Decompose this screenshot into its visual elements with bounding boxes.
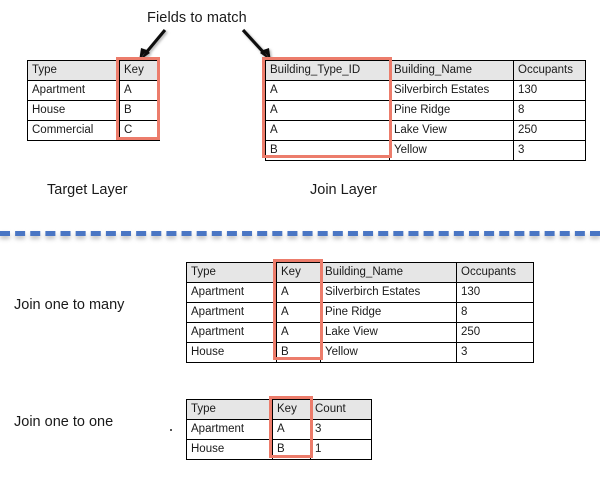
table-row: A Pine Ridge 8 xyxy=(265,100,586,121)
column-header-type: Type xyxy=(27,60,120,81)
cell-key: A xyxy=(272,419,311,440)
cell-building-type-id: A xyxy=(265,80,390,101)
cell-occupants: 130 xyxy=(513,80,586,101)
join-one-to-one-table: Type Key Count Apartment A 3 House B 1 xyxy=(186,399,372,460)
cell-type: House xyxy=(186,342,277,363)
table-row: Apartment A xyxy=(27,80,160,101)
table-row: A Lake View 250 xyxy=(265,120,586,141)
cell-occupants: 130 xyxy=(456,282,534,303)
table-row: House B xyxy=(27,100,160,121)
cell-type: Apartment xyxy=(186,419,273,440)
table-row: House B Yellow 3 xyxy=(186,342,534,363)
table-row: House B 1 xyxy=(186,439,372,460)
table-header-row: Building_Type_ID Building_Name Occupants xyxy=(265,60,586,81)
cell-occupants: 8 xyxy=(513,100,586,121)
cell-key: B xyxy=(119,100,160,121)
cell-key: A xyxy=(276,322,321,343)
table-row: Apartment A Silverbirch Estates 130 xyxy=(186,282,534,303)
table-header-row: Type Key Building_Name Occupants xyxy=(186,262,534,283)
cell-type: House xyxy=(27,100,120,121)
table-header-row: Type Key xyxy=(27,60,160,81)
fields-to-match-label: Fields to match xyxy=(147,10,247,26)
target-layer-table: Type Key Apartment A House B Commercial … xyxy=(27,60,160,141)
table-header-row: Type Key Count xyxy=(186,399,372,420)
cell-building-name: Yellow xyxy=(320,342,457,363)
cell-building-name: Lake View xyxy=(389,120,514,141)
table-row: B Yellow 3 xyxy=(265,140,586,161)
cell-key: A xyxy=(119,80,160,101)
cell-key: B xyxy=(272,439,311,460)
column-header-key: Key xyxy=(119,60,160,81)
cell-occupants: 8 xyxy=(456,302,534,323)
table-row: A Silverbirch Estates 130 xyxy=(265,80,586,101)
join-one-to-one-label: Join one to one xyxy=(14,414,114,430)
table-row: Commercial C xyxy=(27,120,160,141)
cell-building-type-id: A xyxy=(265,100,390,121)
column-header-building-type-id: Building_Type_ID xyxy=(265,60,390,81)
cell-building-name: Pine Ridge xyxy=(389,100,514,121)
cell-type: Apartment xyxy=(186,302,277,323)
column-header-building-name: Building_Name xyxy=(389,60,514,81)
cell-key: B xyxy=(276,342,321,363)
table-row: Apartment A Pine Ridge 8 xyxy=(186,302,534,323)
cell-type: Apartment xyxy=(186,282,277,303)
column-header-occupants: Occupants xyxy=(456,262,534,283)
cell-key: A xyxy=(276,302,321,323)
cell-building-name: Pine Ridge xyxy=(320,302,457,323)
cell-count: 1 xyxy=(310,439,372,460)
cell-occupants: 250 xyxy=(456,322,534,343)
join-layer-caption: Join Layer xyxy=(310,182,377,198)
cell-type: Apartment xyxy=(27,80,120,101)
join-layer-table: Building_Type_ID Building_Name Occupants… xyxy=(265,60,586,161)
join-one-to-many-table: Type Key Building_Name Occupants Apartme… xyxy=(186,262,534,363)
cell-building-name: Lake View xyxy=(320,322,457,343)
cell-occupants: 250 xyxy=(513,120,586,141)
cell-occupants: 3 xyxy=(513,140,586,161)
cell-building-type-id: B xyxy=(265,140,390,161)
table-row: Apartment A Lake View 250 xyxy=(186,322,534,343)
table-row: Apartment A 3 xyxy=(186,419,372,440)
cell-count: 3 xyxy=(310,419,372,440)
column-header-key: Key xyxy=(272,399,311,420)
section-divider xyxy=(0,231,600,236)
cell-occupants: 3 xyxy=(456,342,534,363)
stray-dot-artifact xyxy=(170,429,172,431)
column-header-occupants: Occupants xyxy=(513,60,586,81)
join-one-to-many-label: Join one to many xyxy=(14,297,125,313)
cell-building-name: Yellow xyxy=(389,140,514,161)
cell-key: C xyxy=(119,120,160,141)
column-header-count: Count xyxy=(310,399,372,420)
cell-type: Apartment xyxy=(186,322,277,343)
column-header-type: Type xyxy=(186,399,273,420)
cell-key: A xyxy=(276,282,321,303)
cell-building-name: Silverbirch Estates xyxy=(320,282,457,303)
cell-type: House xyxy=(186,439,273,460)
target-layer-caption: Target Layer xyxy=(47,182,128,198)
cell-type: Commercial xyxy=(27,120,120,141)
cell-building-name: Silverbirch Estates xyxy=(389,80,514,101)
column-header-building-name: Building_Name xyxy=(320,262,457,283)
cell-building-type-id: A xyxy=(265,120,390,141)
column-header-type: Type xyxy=(186,262,277,283)
column-header-key: Key xyxy=(276,262,321,283)
